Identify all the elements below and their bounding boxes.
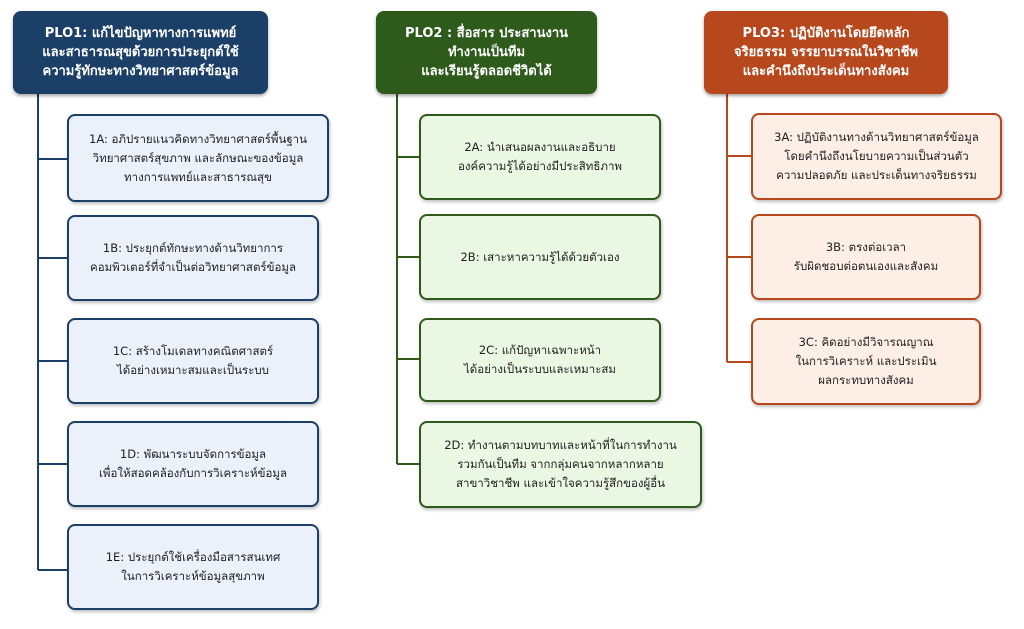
plo3-item-3a: 3A: ปฏิบัติงานทางด้านวิทยาศาสตร์ข้อมูล โ… [751, 113, 1002, 200]
plo3-header: PLO3: ปฏิบัติงานโดยยึดหลัก จริยธรรม จรรย… [704, 11, 948, 94]
plo1-item-1d: 1D: พัฒนาระบบจัดการข้อมูล เพื่อให้สอดคล้… [67, 421, 319, 507]
plo2-header: PLO2 : สื่อสาร ประสานงาน ทำงานเป็นทีม แล… [376, 11, 597, 94]
plo1-item-1b: 1B: ประยุกต์ทักษะทางด้านวิทยาการ คอมพิวเ… [67, 215, 319, 301]
plo1-item-1e: 1E: ประยุกต์ใช้เครื่องมือสารสนเทศ ในการว… [67, 524, 319, 610]
plo2-item-2c: 2C: แก้ปัญหาเฉพาะหน้า ได้อย่างเป็นระบบแล… [419, 318, 661, 402]
plo2-item-2a: 2A: นำเสนอผลงานและอธิบาย องค์ความรู้ได้อ… [419, 114, 661, 200]
plo3-item-3b: 3B: ตรงต่อเวลา รับผิดชอบต่อตนเองและสังคม [751, 214, 981, 300]
plo2-item-2d: 2D: ทำงานตามบทบาทและหน้าที่ในการทำงาน รว… [419, 421, 702, 508]
plo1-item-1a: 1A: อภิปรายแนวคิดทางวิทยาศาสตร์พื้นฐาน ว… [67, 114, 329, 202]
plo1-item-1c: 1C: สร้างโมเดลทางคณิตศาสตร์ ได้อย่างเหมา… [67, 318, 319, 404]
plo3-item-3c: 3C: คิดอย่างมีวิจารณญาณ ในการวิเคราะห์ แ… [751, 318, 981, 405]
plo1-header: PLO1: แก้ไขปัญหาทางการแพทย์ และสาธารณสุข… [13, 11, 268, 94]
plo2-item-2b: 2B: เสาะหาความรู้ได้ด้วยตัวเอง [419, 214, 661, 300]
